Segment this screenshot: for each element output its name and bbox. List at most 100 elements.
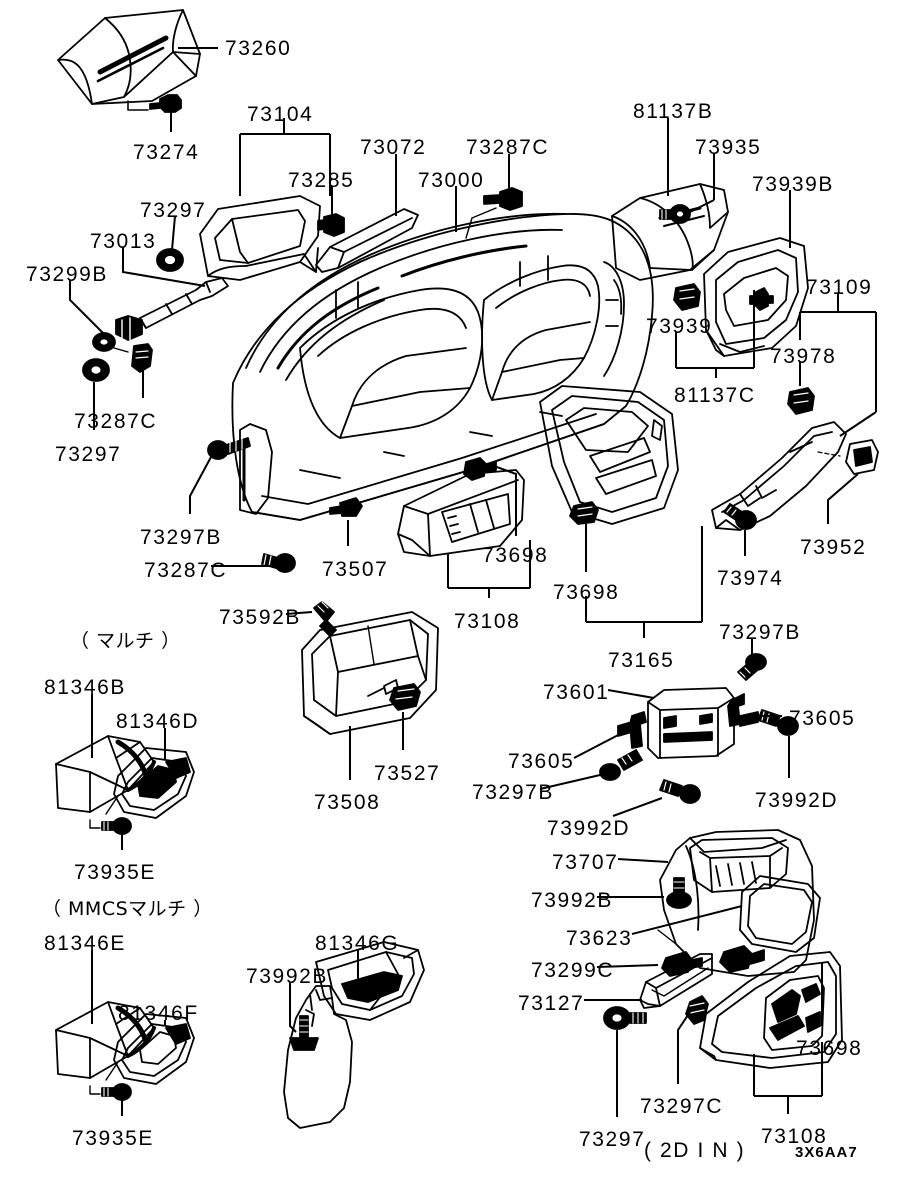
part-label-73698-2din: 73698: [796, 1037, 863, 1060]
part-label-81346B: 81346B: [44, 676, 127, 699]
part-label-73108-2din: 73108: [761, 1125, 828, 1148]
part-73297-grommet-lower: [82, 358, 110, 382]
part-73952-switch: [818, 440, 878, 474]
part-73507-pin: [330, 498, 362, 516]
part-73108-2din-panel: [700, 946, 842, 1068]
part-label-73992B-console: 73992B: [531, 889, 614, 912]
part-73297-grommet-bottom: [603, 1006, 646, 1030]
part-label-73165: 73165: [608, 649, 675, 672]
part-label-73605-left: 73605: [508, 750, 575, 773]
part-73992D-screw-left: [660, 780, 701, 804]
part-73939B-cluster-bezel: [704, 238, 808, 356]
part-73508-glove-tray: [302, 612, 438, 734]
part-73287C-bolt-bottom: [262, 553, 296, 573]
part-73974-screw: [724, 504, 757, 530]
part-label-73127: 73127: [518, 992, 585, 1015]
part-label-73698-center: 73698: [553, 581, 620, 604]
part-73297B-screw-radio-left: [599, 750, 642, 781]
part-label-73297-left: 73297: [55, 443, 122, 466]
part-73299C-clip: [662, 952, 702, 976]
part-label-73000: 73000: [418, 169, 485, 192]
part-73935-screw: [660, 204, 691, 224]
part-label-73013: 73013: [90, 230, 157, 253]
part-label-81346E: 81346E: [44, 932, 127, 955]
part-label-73978: 73978: [770, 345, 837, 368]
part-label-73935E-mmcs: 73935E: [72, 1127, 155, 1150]
part-label-73935: 73935: [695, 136, 762, 159]
part-73935E-screw-multi: [90, 817, 132, 835]
part-label-73297C: 73297C: [640, 1095, 724, 1118]
part-label-73707: 73707: [552, 851, 619, 874]
part-73592B-screw: [314, 602, 336, 636]
part-label-73274: 73274: [133, 141, 200, 164]
part-label-73287C-left: 73287C: [74, 410, 158, 433]
part-73601-radio: [648, 688, 734, 758]
part-73297-grommet-upper: [156, 248, 184, 272]
part-73287C-clip-top: [466, 188, 522, 238]
part-label-73287C-bottom: 73287C: [144, 559, 228, 582]
sheet-code: 3X6AA7: [795, 1144, 858, 1161]
part-81346B-vent-multi: [56, 736, 194, 818]
part-73527-clip: [390, 684, 420, 710]
part-label-73297B-radio-top: 73297B: [719, 621, 802, 644]
part-73109-knee-panel: [712, 422, 846, 530]
part-label-73601: 73601: [543, 681, 610, 704]
part-73978-clip: [788, 388, 814, 414]
part-label-73939B: 73939B: [752, 173, 835, 196]
part-label-73952: 73952: [800, 536, 867, 559]
part-label-73299B: 73299B: [26, 263, 109, 286]
part-73165-center-panel: [540, 386, 678, 524]
part-81346G-console-vent: [284, 942, 424, 1128]
part-label-73992D-left: 73992D: [547, 817, 631, 840]
part-label-81346D: 81346D: [116, 710, 200, 733]
part-label-73297-upper: 73297: [140, 199, 207, 222]
part-label-73698-door: 73698: [482, 544, 549, 567]
part-73013-rod: [140, 278, 228, 328]
part-label-73992D-right: 73992D: [755, 789, 839, 812]
part-label-73992B-vent: 73992B: [246, 965, 329, 988]
part-label-73260: 73260: [225, 37, 292, 60]
note-2din: ( 2D I N ): [644, 1139, 746, 1162]
part-73108-lower-door: [398, 458, 524, 556]
note-mmcs-multi: （ MMCSマルチ ）: [42, 898, 213, 920]
part-label-73104: 73104: [247, 103, 314, 126]
part-73297B-bolt: [207, 437, 250, 460]
part-73935E-screw-mmcs: [90, 1083, 132, 1101]
note-multi: （ マルチ ）: [70, 630, 181, 652]
part-label-73297-bottom: 73297: [579, 1128, 646, 1151]
part-label-73108-door: 73108: [454, 610, 521, 633]
part-label-73287C-top: 73287C: [466, 136, 550, 159]
part-73260-lid: [58, 10, 200, 104]
part-label-81137B: 81137B: [633, 100, 714, 123]
part-73072-garnish: [316, 209, 418, 272]
part-73992B-bolt-top: [666, 878, 692, 909]
part-73297B-screw-radio-top: [738, 653, 767, 680]
part-label-73109: 73109: [806, 276, 873, 299]
part-label-73592B: 73592B: [219, 606, 302, 629]
part-label-73605-right: 73605: [789, 707, 856, 730]
part-label-73072: 73072: [360, 136, 427, 159]
part-label-81346F: 81346F: [118, 1002, 199, 1025]
part-label-73527: 73527: [374, 762, 441, 785]
part-label-73623: 73623: [566, 927, 633, 950]
part-label-81137C: 81137C: [674, 384, 756, 407]
part-81346E-vent-mmcs: [56, 1002, 194, 1084]
part-label-73507: 73507: [322, 558, 389, 581]
part-label-73299C: 73299C: [531, 959, 615, 982]
part-73274-clip: [128, 95, 181, 112]
part-label-73974: 73974: [717, 567, 784, 590]
part-73605-bracket-left: [618, 712, 646, 748]
part-label-73508: 73508: [314, 791, 381, 814]
part-label-73939: 73939: [646, 315, 713, 338]
part-73992B-bolt-console: [290, 1016, 318, 1050]
part-label-73297B-left: 73297B: [140, 526, 223, 549]
part-73000-instrument-panel: [232, 214, 652, 520]
part-label-73935E-multi: 73935E: [74, 861, 157, 884]
part-73287C-clip-left: [114, 344, 152, 372]
part-73605-bracket-right: [728, 694, 758, 726]
part-73299B-grommet: [92, 316, 142, 352]
part-73285-clip: [318, 214, 344, 236]
part-73939-clip: [674, 284, 700, 310]
